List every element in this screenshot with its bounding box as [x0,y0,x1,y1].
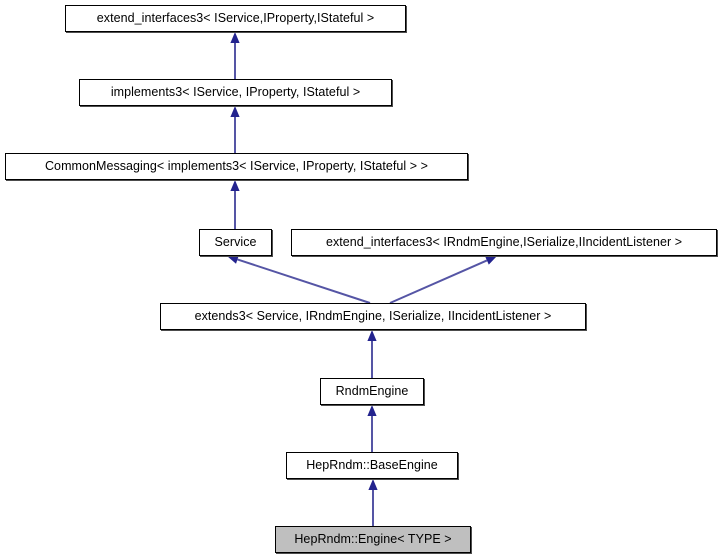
class-node-label: implements3< IService, IProperty, IState… [110,85,361,100]
class-node-common-messaging[interactable]: CommonMessaging< implements3< IService, … [5,153,468,180]
class-node-label: extends3< Service, IRndmEngine, ISeriali… [194,309,552,324]
edge-line [389,259,488,304]
edge-arrowhead-icon [230,32,240,43]
class-node-label: CommonMessaging< implements3< IService, … [44,159,428,174]
class-node-label: extend_interfaces3< IRndmEngine,ISeriali… [325,235,683,250]
edge-arrowhead-icon [230,180,240,191]
edge-line [237,258,371,304]
edge-arrowhead-icon [485,256,497,265]
class-node-label: HepRndm::Engine< TYPE > [294,532,452,547]
inheritance-edge [367,405,377,452]
inheritance-edge [367,330,377,378]
edge-arrowhead-icon [368,479,378,490]
class-node-heprndm-engine-type[interactable]: HepRndm::Engine< TYPE > [275,526,471,553]
class-node-rndm-engine[interactable]: RndmEngine [320,378,424,405]
edge-arrowhead-icon [230,106,240,117]
class-node-label: RndmEngine [335,384,409,399]
class-node-label: extend_interfaces3< IService,IProperty,I… [96,11,375,26]
class-node-extends3-service[interactable]: extends3< Service, IRndmEngine, ISeriali… [160,303,586,330]
edge-arrowhead-icon [367,405,377,416]
class-node-heprndm-baseengine[interactable]: HepRndm::BaseEngine [286,452,458,479]
inheritance-edge [230,180,240,229]
inheritance-edge [230,106,240,153]
edge-arrowhead-icon [227,255,239,264]
class-node-extend-interfaces3-irndmengine[interactable]: extend_interfaces3< IRndmEngine,ISeriali… [291,229,717,256]
class-node-service[interactable]: Service [199,229,272,256]
inheritance-edge [389,256,497,304]
inheritance-edge [368,479,378,526]
class-node-label: Service [214,235,257,250]
class-node-implements3-iservice[interactable]: implements3< IService, IProperty, IState… [79,79,392,106]
edge-arrowhead-icon [367,330,377,341]
inheritance-edge [227,255,371,304]
class-node-extend-interfaces3-iservice[interactable]: extend_interfaces3< IService,IProperty,I… [65,5,406,32]
class-node-label: HepRndm::BaseEngine [306,458,438,473]
inheritance-edge [230,32,240,79]
